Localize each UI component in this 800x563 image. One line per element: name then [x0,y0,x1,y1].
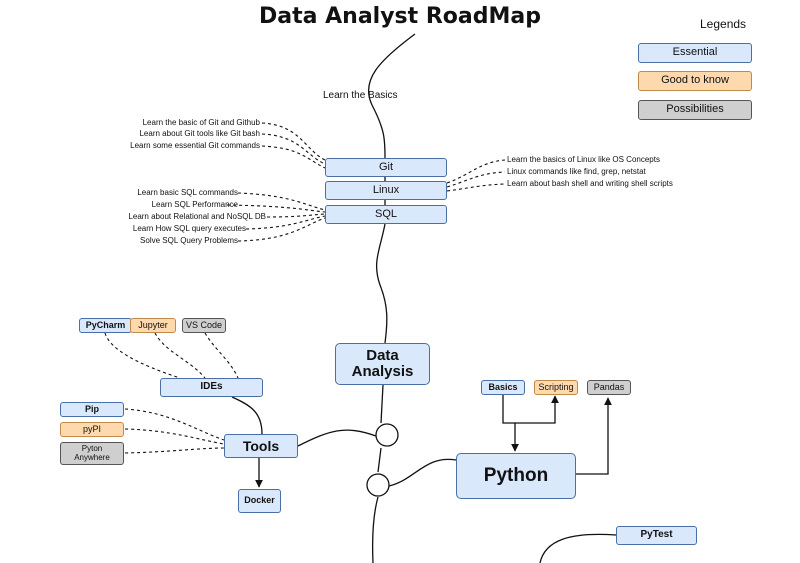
data-analysis-line1: Data [366,347,399,365]
sql-note: Learn about Relational and NoSQL DB [128,212,266,221]
linux-note: Learn about bash shell and writing shell… [507,179,673,188]
node-git: Git [325,158,447,177]
spine-sql-da [375,223,388,344]
legend-title: Legends [700,17,747,31]
junction-circle-python [366,473,390,497]
page-title: Data Analyst RoadMap [259,4,541,29]
spine-top [367,33,416,159]
node-basics: Basics [481,380,525,395]
node-python: Python [456,453,576,499]
sql-note: Learn basic SQL commands [137,188,238,197]
python-anywhere-line1: Pyton [81,444,103,454]
python-to-pandas [576,397,612,475]
node-pip: Pip [60,402,124,417]
node-data-analysis: Data Analysis [335,343,430,385]
python-anywhere-line2: Anywhere [74,452,110,462]
node-linux: Linux [325,181,447,200]
node-python-anywhere: Pyton Anywhere [60,442,124,465]
node-pycharm: PyCharm [79,318,132,333]
spine-da-circle [380,384,384,424]
node-ides: IDEs [160,378,263,397]
git-note: Learn about Git tools like Git bash [139,129,260,138]
data-analysis-line2: Analysis [351,363,414,380]
git-note: Learn some essential Git commands [130,141,260,150]
tools-connector [297,429,377,447]
legend-possibilities: Possibilities [638,100,752,120]
legend-essential: Essential [638,43,752,63]
node-pytest: PyTest [616,526,697,545]
learn-basics-label: Learn the Basics [323,90,398,101]
python-to-scripting [515,395,559,424]
linux-note: Linux commands like find, grep, netstat [507,167,646,176]
node-pandas: Pandas [587,380,631,395]
node-vscode: VS Code [182,318,226,333]
sql-note: Solve SQL Query Problems [140,236,238,245]
node-tools: Tools [224,434,298,458]
ides-to-tools [231,396,263,435]
node-sql: SQL [325,205,447,224]
sql-note: Learn SQL Performance [151,200,238,209]
linux-note: Learn the basics of Linux like OS Concep… [507,155,660,164]
pytest-connector [539,533,617,563]
python-connector [388,458,457,487]
node-docker: Docker [238,489,281,513]
sql-note: Learn How SQL query executes [132,224,246,233]
node-pypi: pyPI [60,422,124,437]
legend-good-to-know: Good to know [638,71,752,91]
node-scripting: Scripting [534,380,578,395]
junction-circle-tools [375,423,399,447]
node-jupyter: Jupyter [130,318,176,333]
basics-to-python [502,394,519,452]
spine-bottom [372,496,379,563]
spine-circle-circle [377,447,382,473]
git-note: Learn the basic of Git and Github [142,118,260,127]
